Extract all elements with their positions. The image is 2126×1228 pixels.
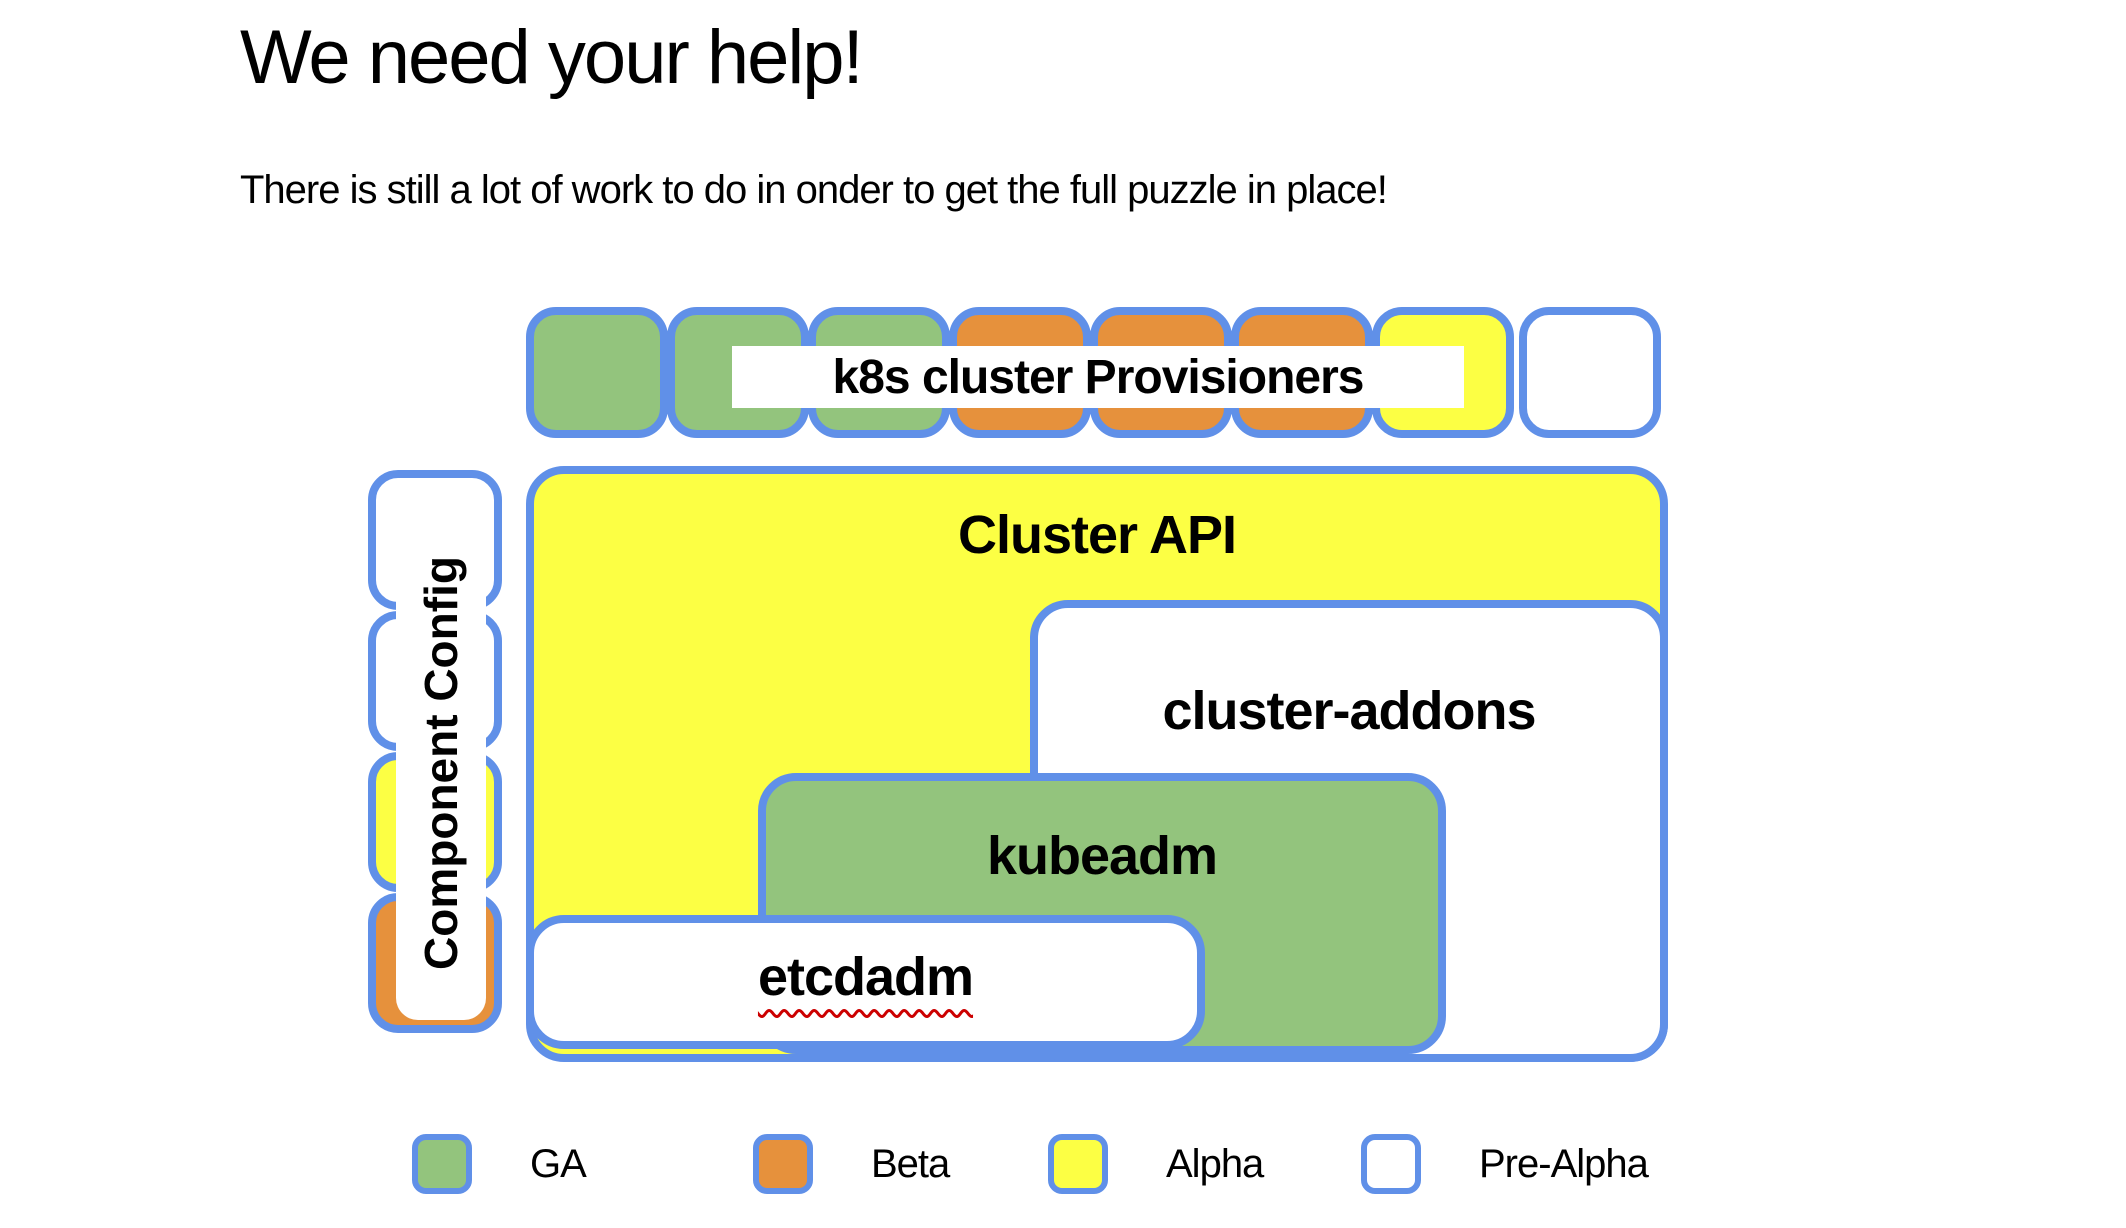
legend-item-ga: GA — [412, 1134, 587, 1194]
legend: GA Beta Alpha Pre-Alpha — [0, 1134, 2126, 1204]
legend-item-pre-alpha: Pre-Alpha — [1361, 1134, 1649, 1194]
puzzle-piece-ga — [526, 307, 668, 438]
legend-swatch-ga — [412, 1134, 472, 1194]
kubeadm-label: kubeadm — [986, 826, 1218, 886]
provisioners-label-band: k8s cluster Provisioners — [732, 346, 1464, 408]
legend-swatch-beta — [753, 1134, 813, 1194]
cluster-api-label: Cluster API — [957, 505, 1237, 565]
provisioners-label: k8s cluster Provisioners — [832, 350, 1365, 404]
legend-label-alpha: Alpha — [1166, 1141, 1264, 1186]
page-title: We need your help! — [240, 15, 864, 100]
legend-label-ga: GA — [530, 1141, 587, 1186]
legend-item-alpha: Alpha — [1048, 1134, 1264, 1194]
cluster-addons-label: cluster-addons — [1162, 681, 1536, 741]
component-config-label-band: Component Config — [396, 505, 486, 1020]
page-subtitle: There is still a lot of work to do in on… — [240, 168, 1388, 212]
etcdadm-label-text: etcdadm — [757, 947, 974, 1007]
legend-swatch-alpha — [1048, 1134, 1108, 1194]
component-config-label: Component Config — [415, 555, 467, 970]
legend-label-pre-alpha: Pre-Alpha — [1479, 1141, 1649, 1186]
etcdadm-label: etcdadm — [757, 946, 974, 1008]
legend-label-beta: Beta — [871, 1141, 950, 1186]
legend-swatch-pre-alpha — [1361, 1134, 1421, 1194]
legend-item-beta: Beta — [753, 1134, 950, 1194]
puzzle-piece-pre-alpha — [1519, 307, 1661, 438]
etcdadm-box: etcdadm — [526, 915, 1205, 1049]
